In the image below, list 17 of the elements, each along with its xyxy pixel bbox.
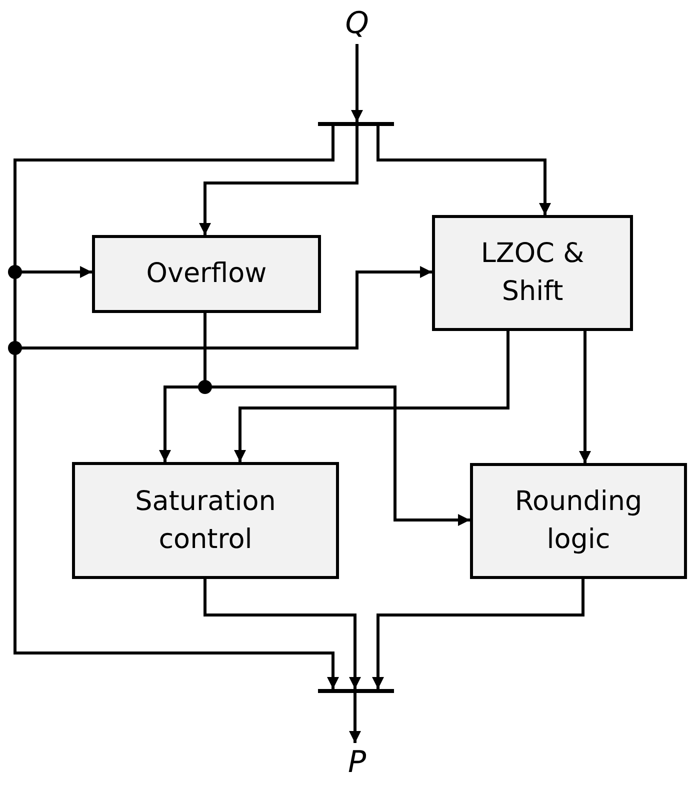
arrow — [199, 126, 358, 235]
process-box: Overflow — [92, 235, 321, 313]
arrow — [376, 126, 551, 215]
arrow — [351, 44, 363, 122]
process-box: LZOC & Shift — [432, 215, 633, 331]
process-box: Saturation control — [72, 462, 339, 579]
arrow — [204, 579, 361, 689]
process-box: Rounding logic — [470, 463, 687, 579]
signal-label: P — [348, 748, 366, 778]
bus-bar — [318, 689, 394, 693]
arrow — [14, 126, 339, 689]
arrow — [349, 693, 361, 743]
arrow — [579, 331, 591, 463]
signal-label: Q — [345, 9, 369, 39]
arrow — [234, 331, 510, 462]
bus-bar — [318, 122, 394, 126]
arrow — [372, 579, 584, 689]
